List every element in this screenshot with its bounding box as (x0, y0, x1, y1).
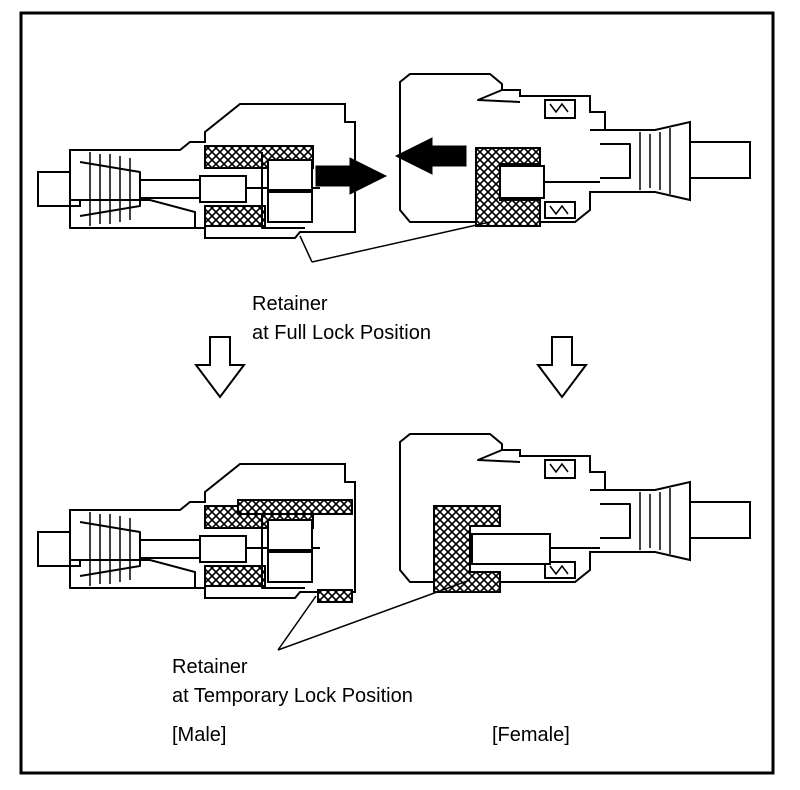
down-arrow-right (537, 336, 587, 398)
diagram-frame (19, 11, 775, 775)
male-connector-bottom (37, 463, 356, 603)
retainer-full-lock-line2: at Full Lock Position (252, 322, 431, 344)
female-connector-top (399, 73, 751, 227)
retainer-temporary-lock-line2: at Temporary Lock Position (172, 685, 413, 707)
insert-arrow-left (394, 137, 467, 175)
male-connector-top (37, 103, 356, 239)
male-label: [Male] (172, 724, 226, 746)
female-connector-bottom (399, 433, 751, 593)
down-arrow-left (195, 336, 245, 398)
retainer-leader-bottom (277, 579, 471, 651)
female-label: [Female] (492, 724, 570, 746)
retainer-full-lock-line1: Retainer (252, 293, 328, 315)
insert-arrow-right (315, 157, 388, 195)
retainer-temporary-lock-line1: Retainer (172, 656, 248, 678)
retainer-leader-top (299, 221, 491, 263)
